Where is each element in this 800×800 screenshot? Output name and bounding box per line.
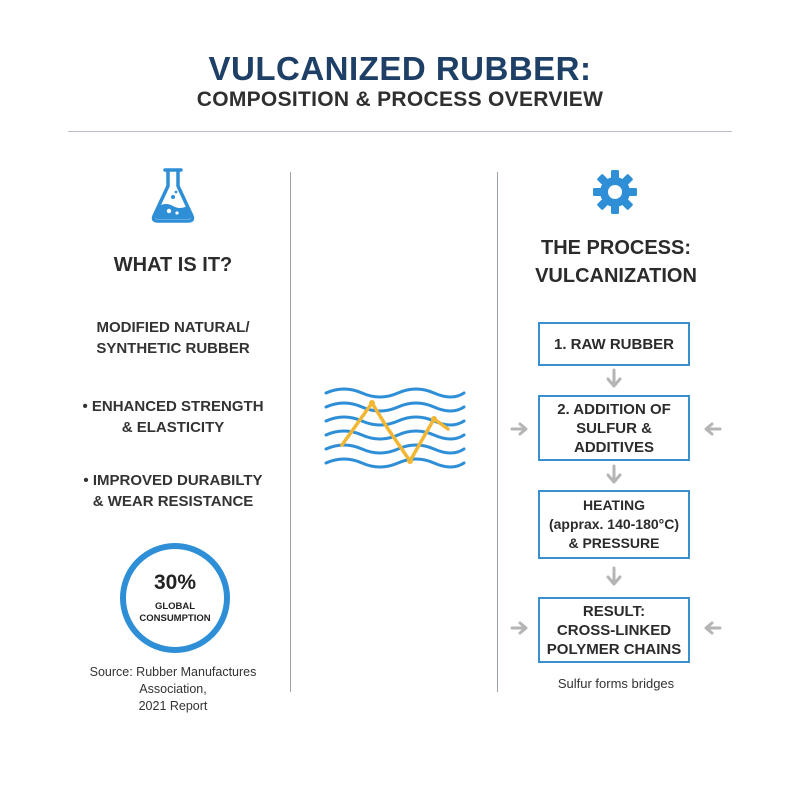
stat-label: GLOBAL CONSUMPTION <box>139 601 211 624</box>
bullet-strength: • ENHANCED STRENGTH & ELASTICITY <box>82 398 264 436</box>
bullet-durability: • IMPROVED DURABILTY & WEAR RESISTANCE <box>83 472 263 510</box>
page-title: VULCANIZED RUBBER: <box>208 50 592 87</box>
what-is-it-heading: WHAT IS IT? <box>113 254 233 276</box>
stat-value: 30% <box>153 571 197 594</box>
step-result: RESULT: CROSS-LINKED POLYMER CHAINS <box>538 597 690 663</box>
step-add-sulfur: 2. ADDITION OF SULFUR & ADDITIVES <box>538 395 690 461</box>
header-divider <box>68 131 732 132</box>
column-divider-left <box>290 172 291 692</box>
right-arrow-icon <box>510 620 530 641</box>
step-label: 2. ADDITION OF SULFUR & ADDITIVES <box>557 400 671 456</box>
left-arrow-icon <box>702 421 722 442</box>
consumption-stat-badge: 30% GLOBAL CONSUMPTION <box>120 543 230 653</box>
down-arrow-icon <box>605 464 623 491</box>
gear-icon <box>591 168 639 221</box>
step-label: HEATING (apprax. 140-180°C) & PRESSURE <box>548 497 680 551</box>
left-arrow-icon <box>702 620 722 641</box>
step-label: 1. RAW RUBBER <box>553 335 674 353</box>
source-citation: Source: Rubber Manufactures Association,… <box>89 665 257 713</box>
page-subtitle: COMPOSITION & PROCESS OVERVIEW <box>196 88 604 111</box>
right-arrow-icon <box>510 421 530 442</box>
column-divider-right <box>497 172 498 692</box>
polymer-chains-icon <box>322 385 468 482</box>
definition-text: MODIFIED NATURAL/ SYNTHETIC RUBBER <box>96 319 250 357</box>
step-label: RESULT: CROSS-LINKED POLYMER CHAINS <box>546 602 682 658</box>
step-raw-rubber: 1. RAW RUBBER <box>538 322 690 366</box>
process-caption: Sulfur forms bridges <box>557 676 675 691</box>
flask-icon <box>149 166 197 229</box>
down-arrow-icon <box>605 566 623 593</box>
process-heading: THE PROCESS: VULCANIZATION <box>535 237 697 287</box>
down-arrow-icon <box>605 368 623 395</box>
step-heating: HEATING (apprax. 140-180°C) & PRESSURE <box>538 490 690 559</box>
